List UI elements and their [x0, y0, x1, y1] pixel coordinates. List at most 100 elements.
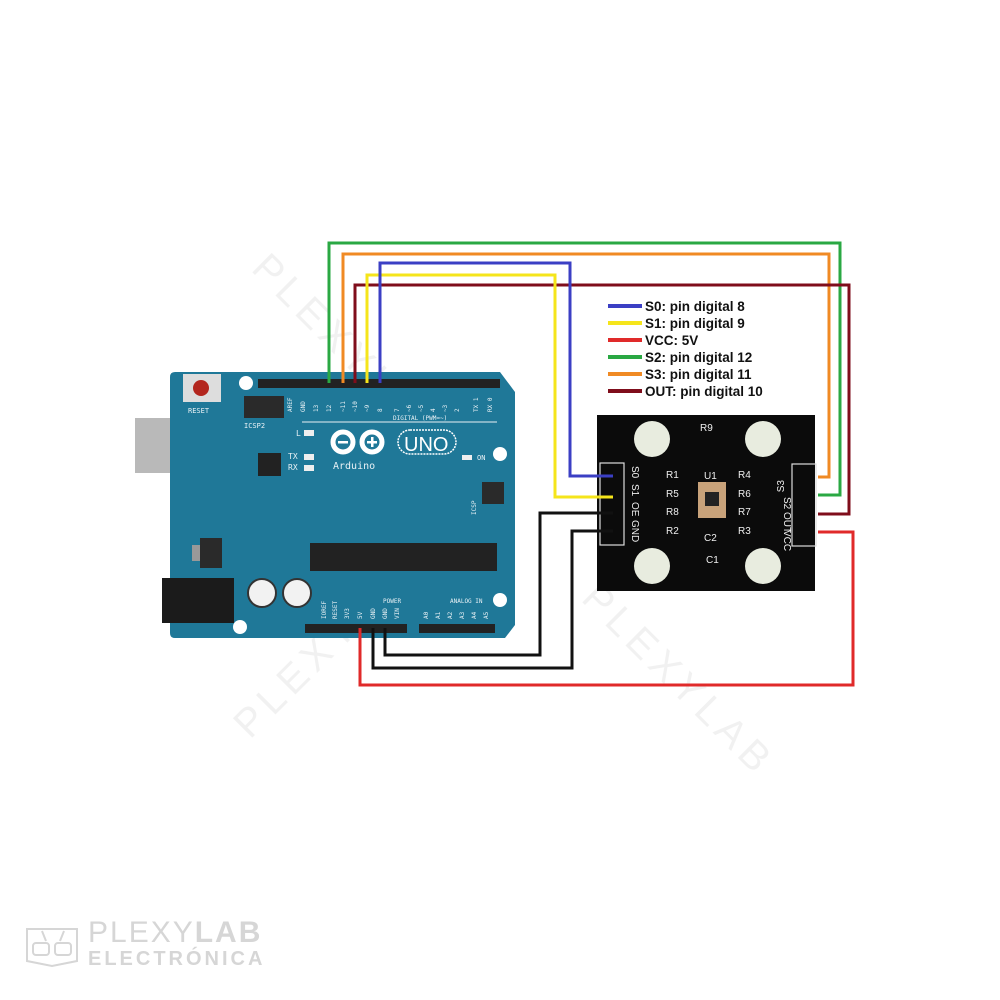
analog-pin-labels: A0 A1 A2 A3 A4 A5: [423, 611, 490, 619]
atmega-chip: [310, 543, 497, 571]
pin-label-5v: 5V: [357, 611, 364, 619]
white-led: [634, 548, 670, 584]
legend-item-s3: S3: pin digital 11: [645, 367, 752, 382]
c2-label: C2: [704, 533, 717, 544]
capacitor: [282, 578, 312, 608]
arduino-uno-board: RESET ICSP2 AREF GND 13 12 ~11 ~10 ~9 8 …: [135, 372, 515, 638]
pin-label-13: 13: [313, 404, 320, 412]
pin-label-4: 4: [430, 408, 437, 412]
tcs3200-color-sensor: R9 R1 R5 R8 R2 R4 R6 R7 R3 U1 C2 C1 S0 S…: [597, 415, 817, 591]
plexylab-logo: PLEXYLAB ELECTRÓNICA: [24, 918, 265, 970]
brand-name-light: PLEXY: [88, 916, 195, 949]
digital-header: [258, 379, 500, 388]
wire-s1: [365, 273, 613, 499]
pin-s0-label: S0: [629, 466, 640, 479]
legend-item-s0: S0: pin digital 8: [645, 299, 745, 314]
c1-label: C1: [706, 555, 719, 566]
pin-label-aref: AREF: [287, 397, 294, 412]
wire-vcc: [358, 530, 855, 687]
pin-label-vin: VIN: [394, 608, 401, 619]
legend: S0: pin digital 8 S1: pin digital 9 VCC:…: [608, 299, 763, 399]
r4-label: R4: [738, 470, 751, 481]
pin-label-6: ~6: [406, 404, 413, 412]
pin-label-a1: A1: [435, 611, 442, 619]
icsp2-header: [244, 396, 284, 418]
usb-chip: [258, 453, 281, 476]
r8-label: R8: [666, 507, 679, 518]
white-led: [634, 421, 670, 457]
arduino-wordmark: Arduino: [333, 461, 375, 472]
legend-item-s1: S1: pin digital 9: [645, 316, 745, 331]
reset-button-cap[interactable]: [193, 380, 209, 396]
legend-item-out: OUT: pin digital 10: [645, 384, 763, 399]
wire-s3: [341, 252, 831, 479]
pin-label-5: ~5: [418, 404, 425, 412]
led-rx-label: RX: [288, 463, 298, 472]
r7-label: R7: [738, 507, 751, 518]
pin-s3-label: S3: [776, 480, 787, 493]
pin-label-ioref: IOREF: [321, 601, 328, 619]
power-pin-labels: IOREF RESET 3V3 5V GND GND VIN: [321, 601, 401, 619]
wire-s2: [327, 241, 842, 497]
capacitor: [247, 578, 277, 608]
legend-item-s2: S2: pin digital 12: [645, 350, 752, 365]
pin-label-2: 2: [454, 408, 461, 412]
pin-label-a2: A2: [447, 611, 454, 619]
pin-label-3: ~3: [442, 404, 449, 412]
legend-item-vcc: VCC: 5V: [645, 333, 698, 348]
brand-tagline: ELECTRÓNICA: [88, 948, 266, 970]
led-tx-label: TX: [288, 452, 298, 461]
icsp-header: [482, 482, 504, 504]
wires: [327, 241, 855, 687]
pin-label-gnd2: GND: [382, 608, 389, 619]
board-outline: [170, 372, 515, 638]
pin-label-11: ~11: [340, 401, 347, 412]
wire-oe: [383, 511, 613, 657]
r3-label: R3: [738, 526, 751, 537]
pin-label-gnd1: GND: [370, 608, 377, 619]
voltage-regulator: [200, 538, 222, 568]
pin-label-rx0: RX 0: [487, 397, 494, 412]
pin-vcc-label: VCC: [781, 530, 792, 551]
pin-label-reset: RESET: [332, 601, 339, 619]
pin-label-3v3: 3V3: [344, 608, 351, 619]
pin-label-a0: A0: [423, 611, 430, 619]
digital-label: DIGITAL (PWM=~): [393, 415, 447, 422]
robot-glasses-icon: [26, 928, 78, 967]
r9-label: R9: [700, 423, 713, 434]
icsp-label: ICSP: [471, 500, 478, 515]
pin-label-a3: A3: [459, 611, 466, 619]
r2-label: R2: [666, 526, 679, 537]
r5-label: R5: [666, 489, 679, 500]
led-on-label: ON: [477, 454, 485, 462]
power-header: [305, 624, 407, 633]
watermark: PLEXYLAB: [574, 575, 784, 785]
pin-label-10: ~10: [352, 401, 359, 412]
r1-label: R1: [666, 470, 679, 481]
pin-gnd-label: GND: [629, 520, 640, 542]
power-label: POWER: [383, 598, 401, 605]
pin-label-a5: A5: [483, 611, 490, 619]
white-led: [745, 421, 781, 457]
pin-label-12: 12: [326, 404, 333, 412]
analog-header: [419, 624, 495, 633]
pin-oe-label: OE: [629, 502, 640, 517]
u1-label: U1: [704, 471, 717, 482]
pin-s2-label: S2: [781, 497, 792, 510]
pin-label-gnd: GND: [300, 401, 307, 412]
uno-label: UNO: [404, 434, 448, 456]
pin-label-a4: A4: [471, 611, 478, 619]
wire-s0: [378, 261, 613, 478]
led-l-label: L: [296, 429, 301, 438]
pin-label-8: 8: [377, 408, 384, 412]
analog-label: ANALOG IN: [450, 598, 483, 605]
pin-s1-label: S1: [629, 484, 640, 497]
icsp2-label: ICSP2: [244, 422, 265, 430]
reset-label: RESET: [188, 407, 210, 415]
white-led: [745, 548, 781, 584]
power-jack: [162, 578, 234, 623]
wire-gnd: [371, 529, 613, 670]
pin-label-7: 7: [394, 408, 401, 412]
